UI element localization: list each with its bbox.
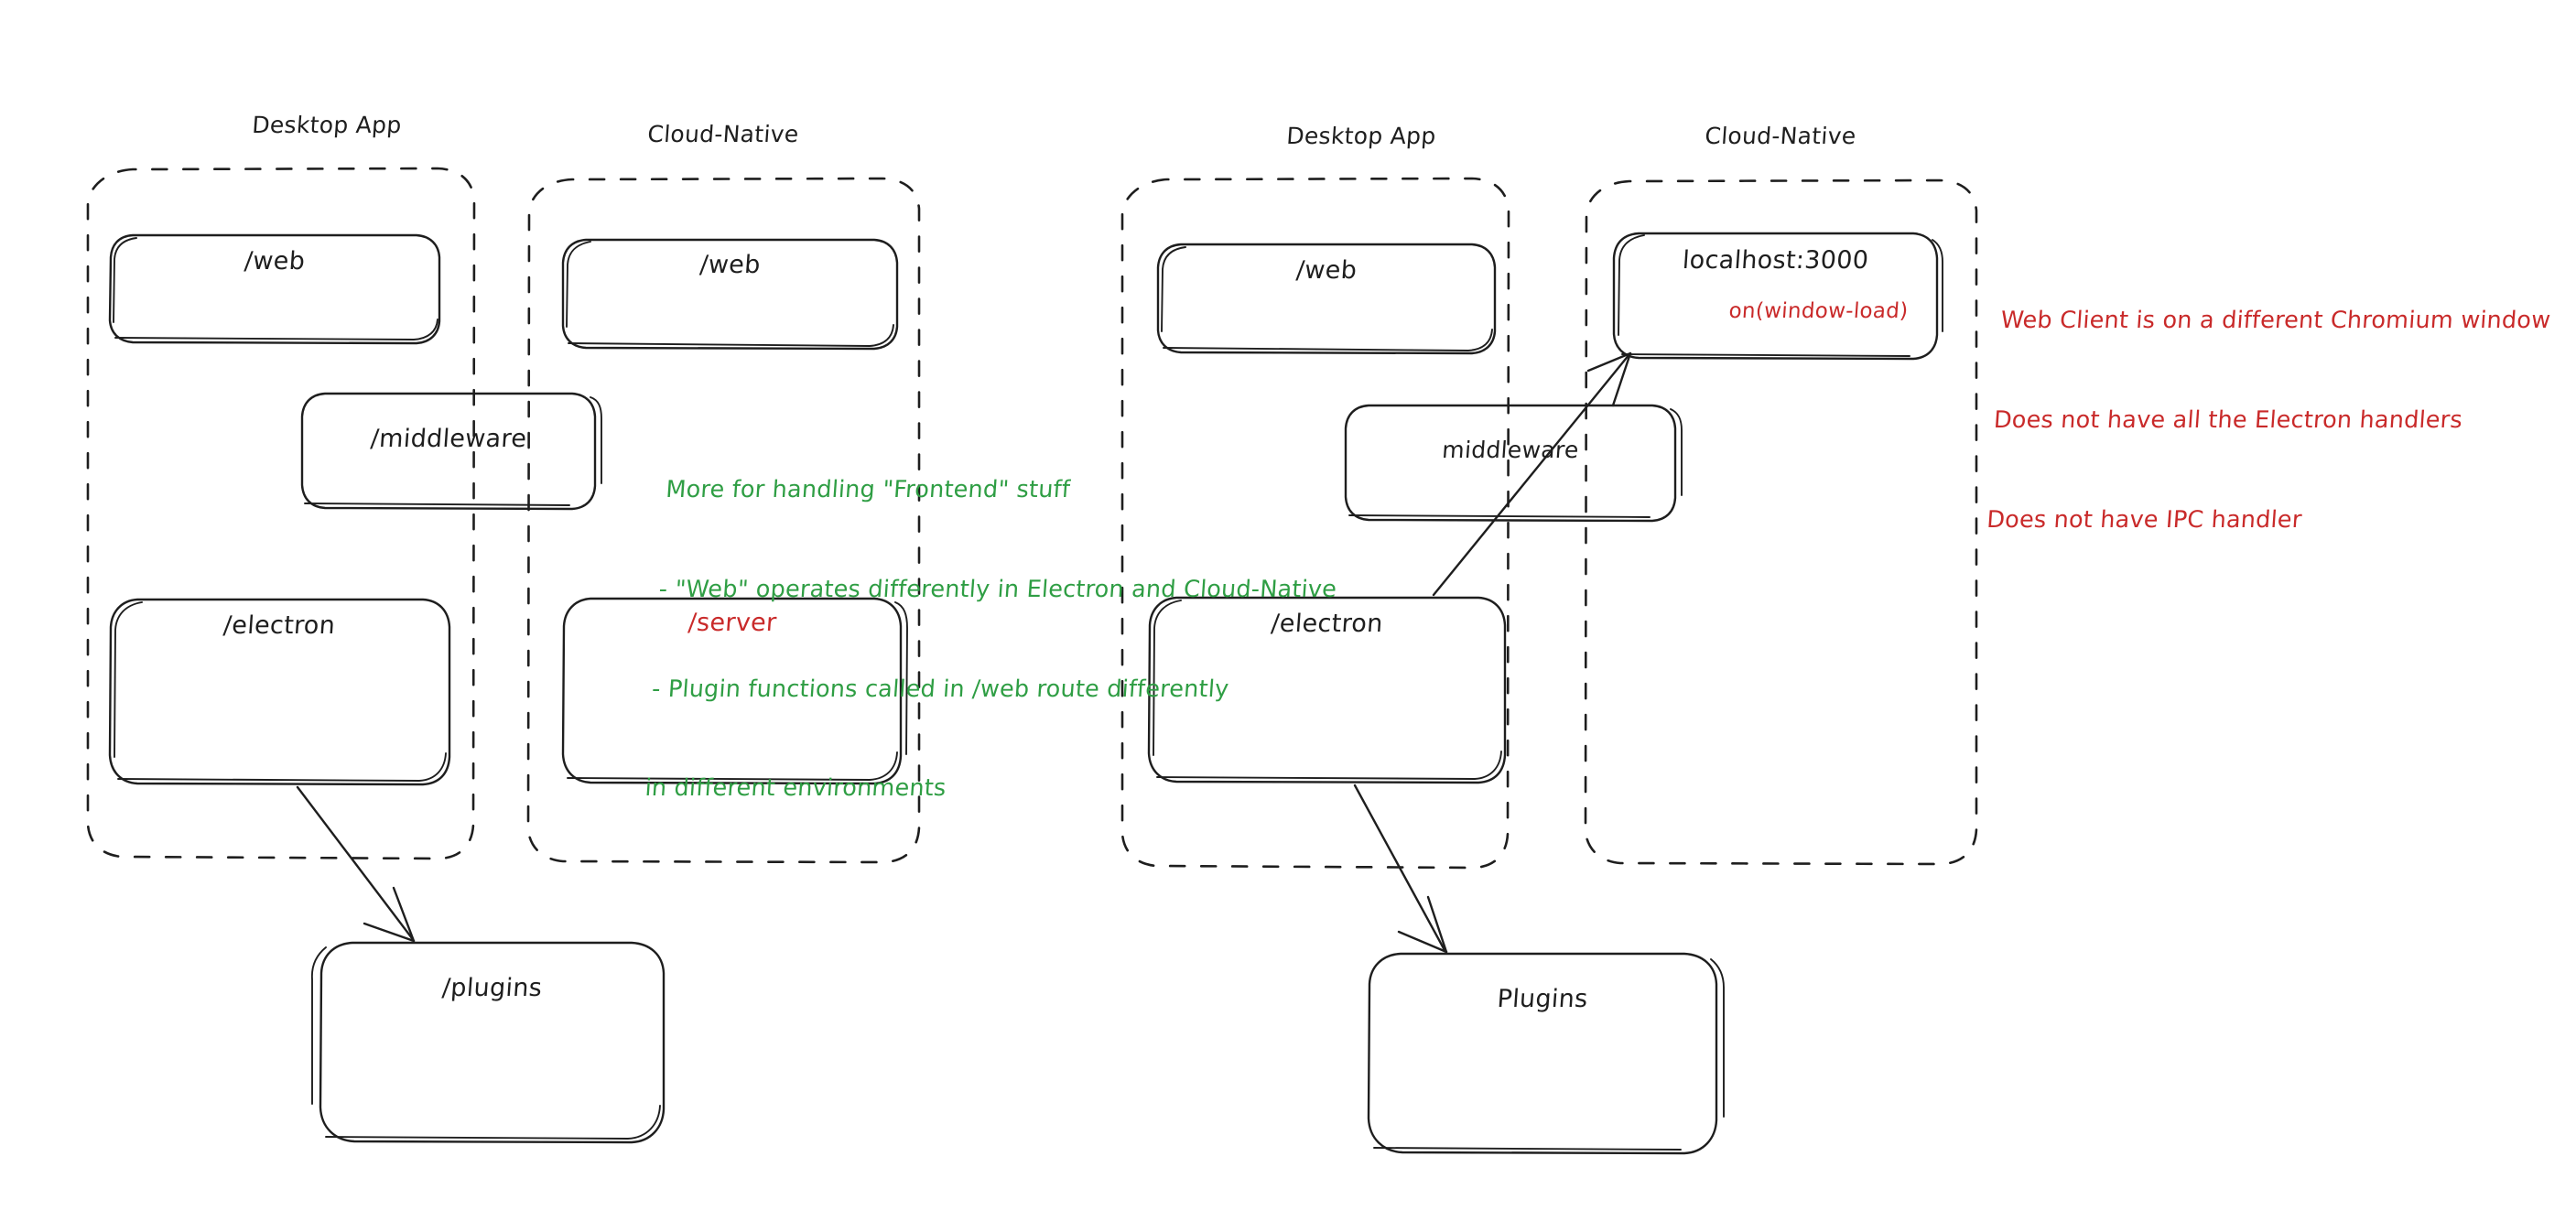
left-electron-label: /electron [222,611,337,640]
red-annotation: Web Client is on a different Chromium wi… [1981,238,2556,602]
right-plugins-label: Plugins [1496,985,1589,1013]
right-middleware-label: middleware [1441,437,1580,463]
red-annotation-line-3: Does not have IPC handler [1986,505,2303,534]
box-left-middleware [300,392,602,511]
left-cloud-web-label: /web [698,251,762,279]
right-desktop-web-label: /web [1294,256,1358,285]
box-left-electron [108,598,451,786]
left-desktop-app-title: Desktop App [251,112,403,138]
arrow-right-electron-to-localhost [1432,351,1632,597]
container-left-desktop-app [86,167,476,860]
green-annotation-line-2: - "Web" operates differently in Electron… [657,576,1338,604]
left-cloud-native-title: Cloud-Native [646,121,800,147]
container-right-cloud-native [1584,178,1978,866]
right-cloud-native-title: Cloud-Native [1704,123,1857,149]
box-right-plugins [1367,952,1725,1155]
right-electron-label: /electron [1270,610,1384,638]
green-annotation-line-4: in different environments [644,774,947,803]
green-annotation-line-3: - Plugin functions called in /web route … [651,675,1230,703]
container-left-cloud-native [526,177,921,864]
right-desktop-app-title: Desktop App [1285,123,1437,149]
box-right-localhost [1612,232,1943,361]
arrow-left-electron-to-plugins [296,785,416,943]
left-middleware-label: /middleware [369,425,528,453]
right-localhost-label: localhost:3000 [1681,246,1870,275]
left-desktop-web-label: /web [243,247,307,276]
box-right-middleware [1344,404,1683,523]
box-left-cloud-web [561,238,899,351]
right-localhost-sublabel: on(window-load) [1727,299,1910,323]
container-right-desktop-app [1120,177,1510,870]
left-plugins-label: /plugins [440,974,544,1002]
red-annotation-line-1: Web Client is on a different Chromium wi… [1999,307,2552,335]
box-right-desktop-web [1156,243,1497,355]
arrow-right-electron-to-plugins [1353,784,1448,954]
box-left-plugins [310,941,666,1144]
box-left-desktop-web [108,233,441,345]
box-right-electron [1147,596,1507,784]
box-left-server [561,597,908,785]
red-annotation-line-2: Does not have all the Electron handlers [1992,406,2463,435]
green-annotation-line-1: More for handling "Frontend" stuff [665,476,1071,504]
